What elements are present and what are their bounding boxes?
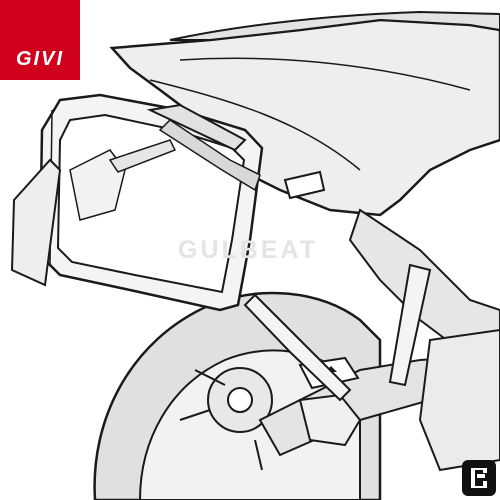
- fairing-crease: [149, 79, 361, 171]
- rear-mudguard: [10, 158, 62, 287]
- wheel-spoke-2: [179, 409, 211, 421]
- muffler: [418, 328, 500, 472]
- wheel-spoke-3: [254, 439, 263, 471]
- givi-logo: GIVI: [0, 0, 80, 80]
- wheel-axle: [227, 387, 253, 413]
- footpeg-bracket: [298, 393, 362, 447]
- givi-logo-text: GIVI: [15, 48, 64, 70]
- holder-top-rail-2: [158, 119, 261, 192]
- holder-lower-arm: [243, 293, 352, 402]
- holder-strut: [388, 263, 432, 387]
- seat-top: [169, 10, 500, 41]
- reflector: [283, 170, 326, 200]
- inner-link: [108, 139, 177, 173]
- watermark-text: GULBEAT: [178, 236, 318, 264]
- retailer-badge-icon: [462, 460, 496, 496]
- inner-bracket: [69, 149, 126, 221]
- holder-top-rail: [146, 103, 247, 152]
- seat-edge: [179, 57, 471, 91]
- wheel-spoke-1: [194, 369, 226, 386]
